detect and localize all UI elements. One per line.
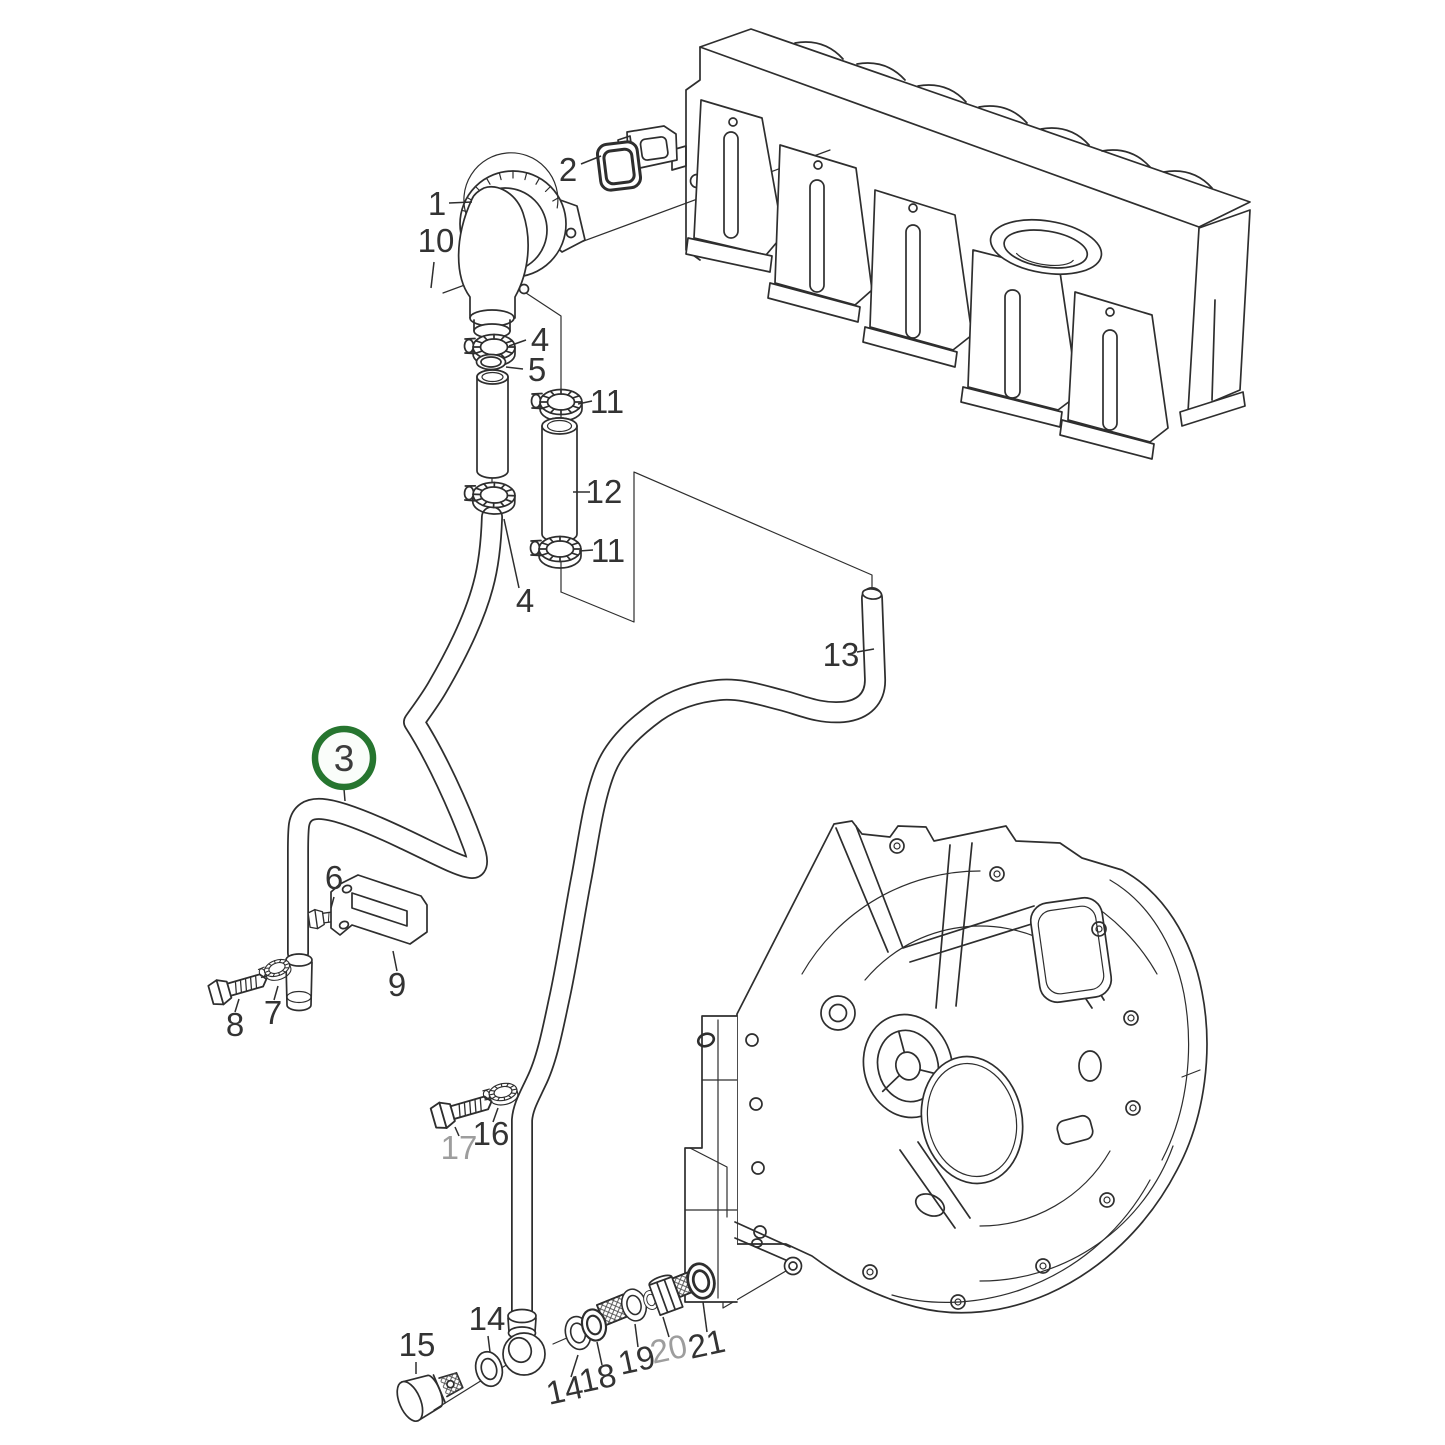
part-callout-11a[interactable]: 11	[590, 383, 624, 420]
pipe-3-drawing	[285, 480, 517, 1012]
leader-line-part-16	[492, 1107, 499, 1123]
part-callout-19[interactable]: 19	[615, 1338, 659, 1382]
leader-line-part-1	[448, 201, 473, 204]
part-callout-13[interactable]: 13	[823, 636, 860, 673]
leader-line-part-14b	[570, 1354, 579, 1378]
leader-line-part-6	[330, 896, 335, 909]
leader-line-part-5	[505, 366, 524, 370]
leader-line-part-13	[856, 648, 875, 653]
part-callout-14a[interactable]: 14	[469, 1300, 506, 1337]
part-callout-10[interactable]: 10	[418, 222, 455, 259]
leader-line-part-2	[580, 155, 602, 165]
part-callout-12[interactable]: 12	[586, 473, 623, 510]
breather-assembly-drawing	[457, 152, 586, 339]
leader-line-part-17	[454, 1126, 460, 1137]
leader-line-part-18	[596, 1341, 603, 1366]
leader-line-part-3	[343, 788, 346, 802]
leader-line-part-4a	[508, 339, 527, 347]
part-callout-1[interactable]: 1	[428, 185, 446, 222]
banjo-fittings-drawing	[396, 1259, 720, 1422]
hose-12-stack-drawing	[529, 388, 583, 569]
part-callout-6[interactable]: 6	[325, 859, 343, 896]
part-callout-5[interactable]: 5	[528, 351, 546, 388]
leader-line-part-10	[430, 261, 435, 289]
part-callout-14b[interactable]: 14	[543, 1368, 587, 1412]
leader-line-part-11a	[577, 400, 593, 405]
part-callout-15[interactable]: 15	[399, 1326, 436, 1363]
pipe-13-drawing	[502, 587, 886, 1376]
part-callout-20[interactable]: 20	[647, 1327, 691, 1371]
part-callout-11b[interactable]: 11	[591, 532, 625, 569]
part-callout-17[interactable]: 17	[441, 1129, 478, 1166]
leader-line-part-11b	[578, 549, 594, 552]
gasket-drawing	[595, 140, 643, 192]
leader-line-part-21	[702, 1301, 708, 1333]
part-callout-16[interactable]: 16	[473, 1115, 510, 1152]
part-callout-4b[interactable]: 4	[516, 582, 534, 619]
valve-cover-drawing	[617, 28, 1251, 460]
part-callout-4a[interactable]: 4	[531, 321, 549, 358]
leader-line-part-9	[392, 950, 398, 972]
part-callout-8[interactable]: 8	[226, 1006, 244, 1043]
highlight-circle-part-3[interactable]: 3	[311, 725, 377, 802]
leader-line-part-19	[634, 1323, 639, 1348]
leader-line-part-7	[273, 985, 279, 1001]
part-callout-7[interactable]: 7	[264, 994, 282, 1031]
part-callout-21[interactable]: 21	[685, 1322, 729, 1366]
leader-line-part-8	[234, 998, 240, 1013]
leader-line-part-20	[662, 1316, 670, 1338]
part-callout-18[interactable]: 18	[576, 1356, 620, 1400]
hose-stack-drawing	[463, 333, 516, 479]
part-callout-3-highlighted[interactable]: 3	[334, 738, 355, 779]
part-callout-9[interactable]: 9	[388, 966, 406, 1003]
part-callout-2[interactable]: 2	[559, 151, 577, 188]
highlight-ring[interactable]	[311, 725, 377, 791]
leader-line-part-14a	[487, 1335, 491, 1353]
leader-line-part-4b	[503, 518, 520, 589]
fasteners-drawing	[206, 874, 428, 1008]
flywheel-housing-drawing	[684, 820, 1208, 1314]
